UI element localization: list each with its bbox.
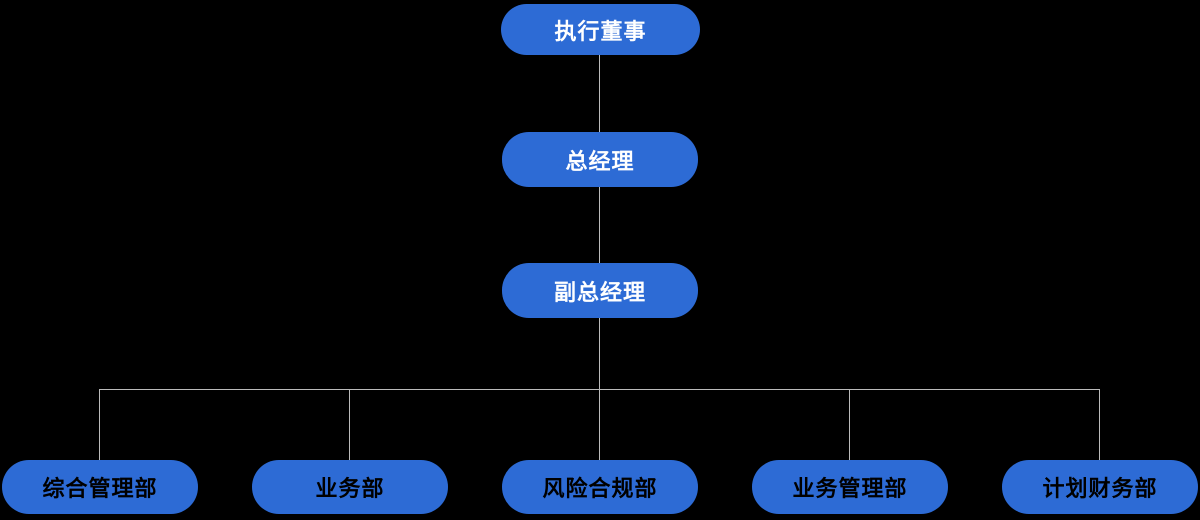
node-risk-compliance-dept: 风险合规部: [502, 460, 698, 514]
connector-drop-business-dept: [349, 389, 350, 460]
node-general-administration-dept: 综合管理部: [2, 460, 198, 514]
connector-drop-business-management-dept: [849, 389, 850, 460]
node-executive-director: 执行董事: [501, 4, 700, 55]
node-business-management-dept: 业务管理部: [752, 460, 948, 514]
connector-executive-director-to-general-manager: [599, 55, 600, 132]
node-planning-finance-dept: 计划财务部: [1002, 460, 1198, 514]
node-general-manager: 总经理: [502, 132, 698, 187]
connector-general-manager-to-deputy-general-manager: [599, 187, 600, 263]
node-deputy-general-manager: 副总经理: [502, 263, 698, 318]
node-business-dept: 业务部: [252, 460, 448, 514]
connector-drop-risk-compliance-dept: [599, 389, 600, 460]
connector-deputy-general-manager-to-bus: [599, 318, 600, 389]
connector-drop-planning-finance-dept: [1099, 389, 1100, 460]
connector-drop-general-administration-dept: [99, 389, 100, 460]
